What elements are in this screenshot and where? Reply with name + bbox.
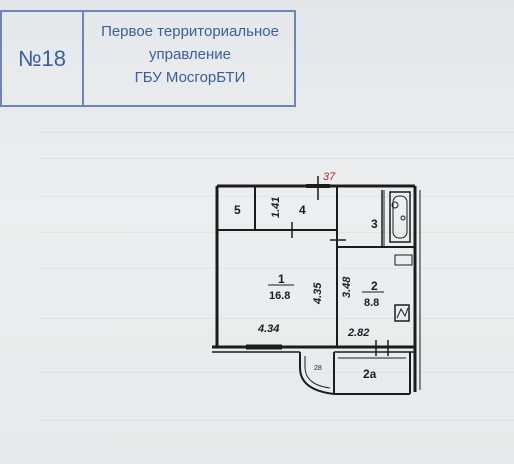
room-1-number: 1 <box>278 272 285 286</box>
room-1-area: 16.8 <box>269 290 290 302</box>
faint-line <box>40 232 514 233</box>
faint-line <box>40 158 514 159</box>
faint-line <box>40 318 514 319</box>
dimension-4-35: 4.35 <box>312 282 324 305</box>
room-4-number: 4 <box>299 203 306 217</box>
plan-marker-number: 37 <box>323 171 336 183</box>
room-5-number: 5 <box>234 203 241 217</box>
room-2-number: 2 <box>371 279 378 293</box>
faint-line <box>40 132 514 133</box>
dimension-3-48: 3.48 <box>341 276 353 298</box>
stamp-line-3: ГБУ МосгорБТИ <box>134 69 246 86</box>
faint-line <box>40 268 514 269</box>
dimension-1-41: 1.41 <box>270 197 282 218</box>
balcony-label: 28 <box>314 365 322 372</box>
bti-stamp: №18 Первое территориальное управление ГБ… <box>0 10 296 107</box>
stamp-text: Первое территориальное управление ГБУ Мо… <box>86 20 294 89</box>
faint-line <box>40 372 514 373</box>
walls <box>212 176 421 396</box>
faint-line <box>40 420 514 421</box>
faint-line <box>40 196 514 197</box>
room-2a-number: 2a <box>363 367 377 381</box>
stamp-number: №18 <box>2 12 84 105</box>
dimension-2-82: 2.82 <box>347 327 369 339</box>
stamp-line-2: управление <box>148 46 232 63</box>
dimension-4-34: 4.34 <box>257 323 279 335</box>
room-2-area: 8.8 <box>364 297 379 309</box>
stamp-line-1: Первое территориальное <box>101 23 279 40</box>
room-3-number: 3 <box>371 217 378 231</box>
